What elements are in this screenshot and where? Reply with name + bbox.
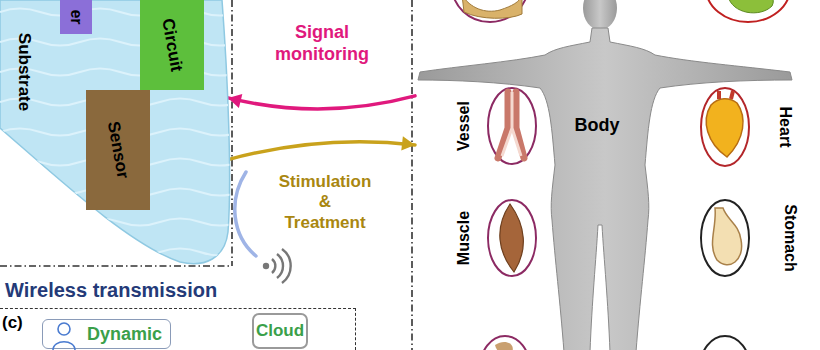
connector-line (228, 96, 415, 109)
brain-art (728, 0, 773, 13)
wifi-icon (282, 249, 291, 283)
node-label: Substrate (14, 33, 34, 111)
organ-oval: Vessel (450, 86, 538, 166)
panel-label: Wireless transmission (5, 279, 217, 302)
person-head (58, 323, 70, 335)
organ-oval: Heart (695, 86, 797, 168)
arrow-head (228, 94, 242, 108)
panel-border (231, 0, 233, 266)
heart-art (719, 91, 733, 99)
figure-body (418, 28, 792, 350)
vessel-art (502, 92, 521, 156)
wifi-icon (277, 254, 283, 278)
substrate-texture (0, 69, 240, 76)
feature-box: Dynamic (42, 319, 171, 349)
circuit-box: Circuit (140, 0, 204, 90)
node-label: Sensor (103, 120, 132, 180)
wifi-icon (272, 259, 275, 273)
organ-oval (706, 0, 790, 22)
sensor-box: Sensor (86, 90, 150, 210)
vessel-art (498, 92, 524, 158)
node-label: Dynamic (87, 324, 162, 345)
component-box: er (60, 0, 92, 34)
organ-oval (488, 200, 536, 276)
node-label: Cloud (256, 321, 304, 341)
organ-oval (488, 88, 536, 164)
substrate-sheet: Substrate erCircuitSensor (0, 0, 228, 266)
heart-art (706, 99, 743, 157)
connector-label: Stimulation & Treatment (277, 172, 373, 233)
node-label: (c) (2, 313, 23, 333)
substrate-texture (0, 249, 240, 256)
organ-oval (701, 88, 749, 166)
node-label: Stomach (781, 204, 799, 272)
stomach-art (712, 208, 741, 265)
substrate-texture (0, 9, 240, 16)
organ-oval (700, 336, 750, 350)
human-figure (415, 0, 820, 350)
node-label: Muscle (455, 211, 473, 265)
wireless-arrow (235, 172, 256, 256)
person-icon (49, 320, 79, 350)
connector-line (228, 142, 415, 160)
node-label: Body (575, 115, 620, 136)
skin-art (462, 0, 522, 18)
node-label: Heart (776, 107, 794, 148)
panel-border (411, 0, 413, 350)
substrate-texture (0, 39, 240, 46)
connector (228, 136, 415, 159)
wifi-icon (263, 263, 269, 269)
connector (228, 94, 415, 109)
node-label: er (67, 9, 85, 24)
phone-box: Cloud (252, 313, 308, 349)
arrow-head (401, 136, 415, 150)
organ-oval (480, 336, 530, 350)
organ-art (495, 342, 513, 350)
organ-oval (701, 200, 749, 276)
muscle-art (500, 204, 524, 272)
organ-oval (452, 0, 528, 22)
organ-oval: Stomach (695, 198, 807, 278)
node-label: Circuit (158, 17, 187, 73)
body-figure: Body (415, 0, 820, 350)
connector-label: Signal monitoring (263, 22, 381, 65)
organ-oval: Muscle (450, 198, 538, 278)
figure-head (583, 0, 617, 30)
human-figure-group (418, 0, 792, 350)
panel-frame: (c) Dynamic Cloud (0, 308, 356, 350)
node-label: Vessel (455, 101, 473, 151)
substrate-texture (0, 219, 240, 226)
panel-border (0, 265, 232, 267)
person-shoulders (53, 342, 75, 350)
